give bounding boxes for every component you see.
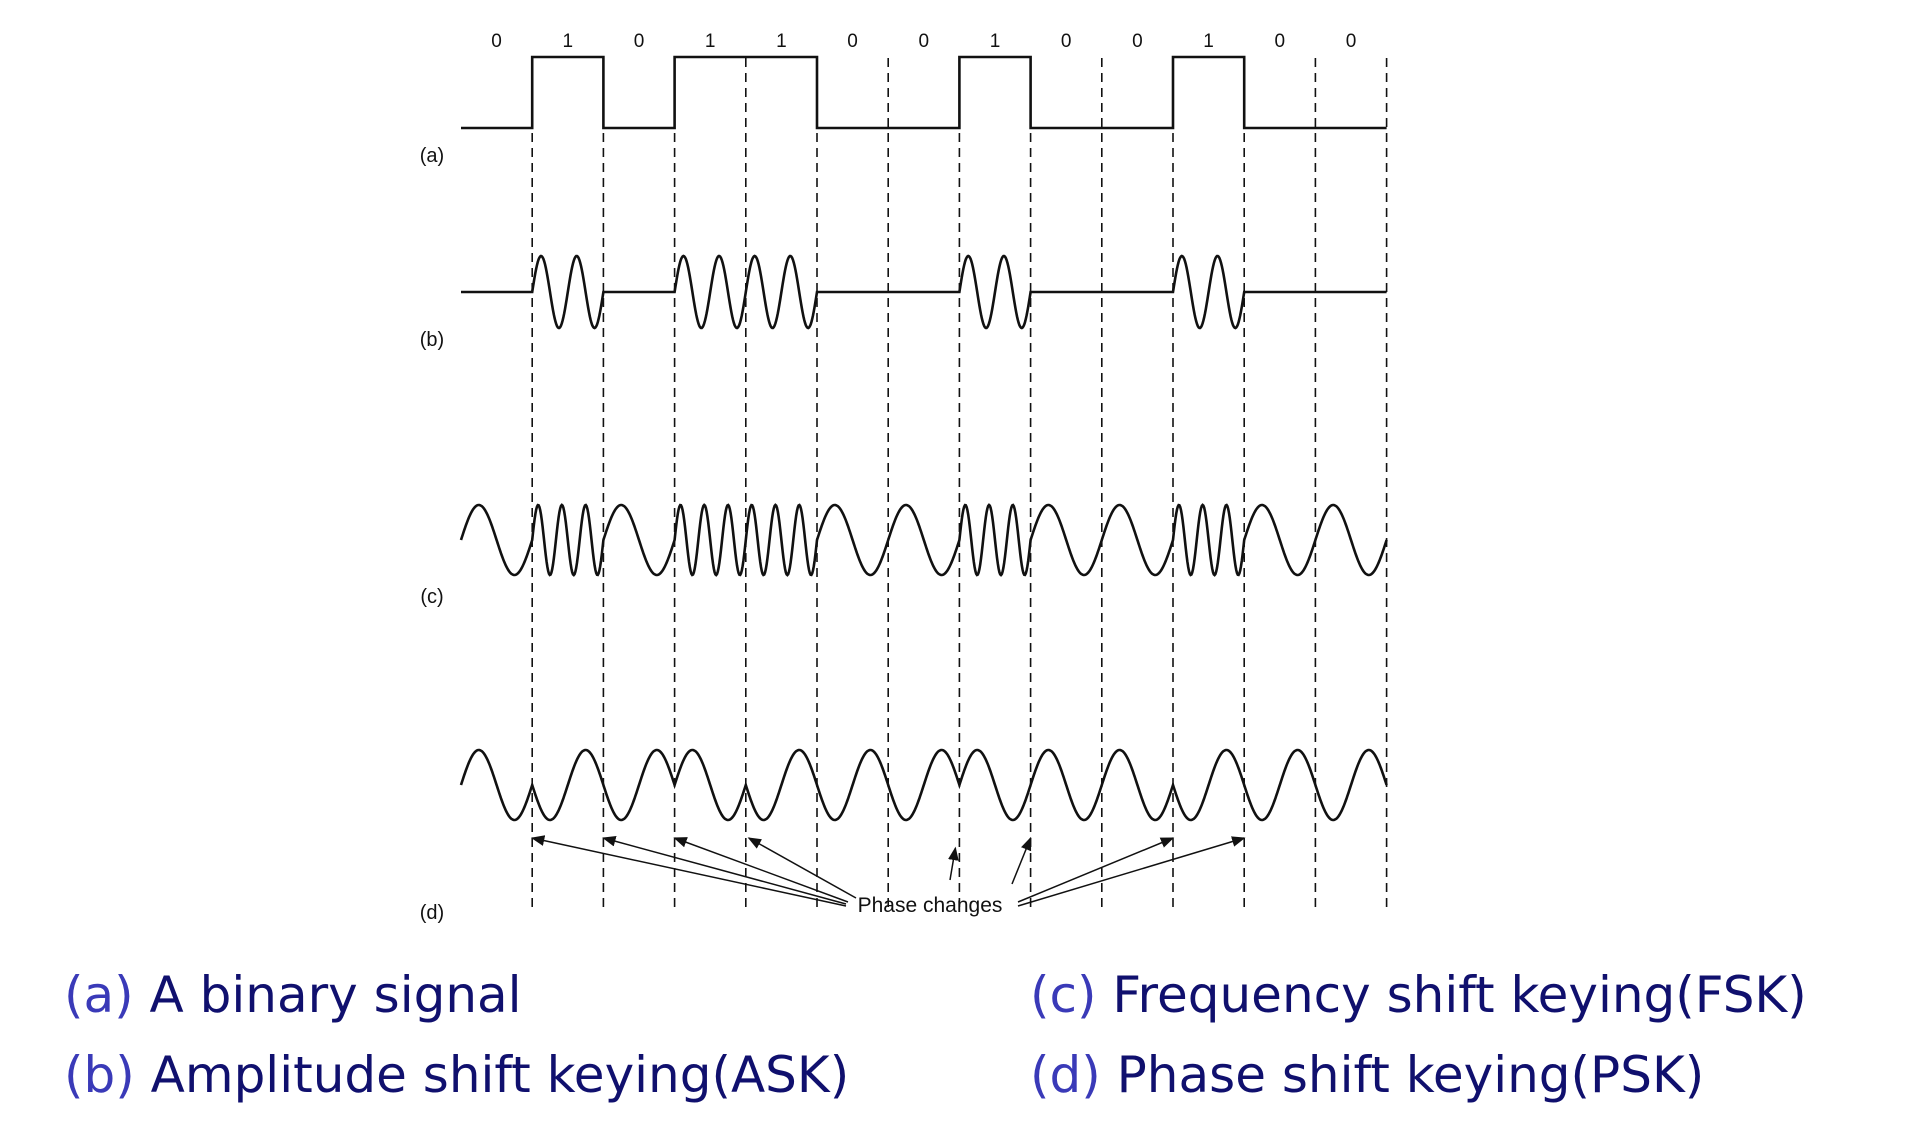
bit-label-2: 0 [634,31,645,52]
bit-label-7: 1 [990,31,1001,52]
bit-boundary-gridlines [531,58,1388,908]
bit-label-1: 1 [563,31,574,52]
bit-label-11: 0 [1275,31,1286,52]
row-label-d: (d) [420,902,444,924]
phase-change-arrow-0 [530,835,847,907]
row-label-c: (c) [420,586,443,608]
bit-label-9: 0 [1132,31,1143,52]
row-d-psk: (d) [420,748,1388,924]
phase-change-arrow-1 [602,835,847,905]
row-b-ask: (b) [420,254,1387,351]
phase-change-arrow-5 [1011,836,1032,885]
phase-change-arrow-2 [673,837,849,903]
psk-waveform [459,748,1388,822]
binary-signal-waveform [461,55,1387,130]
fsk-waveform [459,503,1388,577]
phase-change-arrow-7 [1017,836,1246,907]
bit-label-0: 0 [491,31,502,52]
bit-label-6: 0 [919,31,930,52]
bit-labels: 0 1 0 1 1 0 0 1 0 0 1 0 0 [491,31,1356,52]
ask-waveform [461,254,1387,330]
phase-change-arrow-4 [948,846,959,881]
bit-label-5: 0 [847,31,858,52]
row-label-a: (a) [420,145,444,167]
row-a-binary-signal: (a) [420,55,1387,167]
phase-changes-label: Phase changes [858,894,1003,917]
row-label-b: (b) [420,329,444,351]
bit-label-10: 1 [1203,31,1214,52]
bit-label-3: 1 [705,31,716,52]
phase-change-arrow-6 [1017,837,1175,903]
bit-label-4: 1 [776,31,787,52]
row-c-fsk: (c) [420,503,1388,608]
bit-label-12: 0 [1346,31,1357,52]
phase-change-arrows [530,835,1246,907]
phase-change-arrow-3 [747,837,857,899]
bit-label-8: 0 [1061,31,1072,52]
